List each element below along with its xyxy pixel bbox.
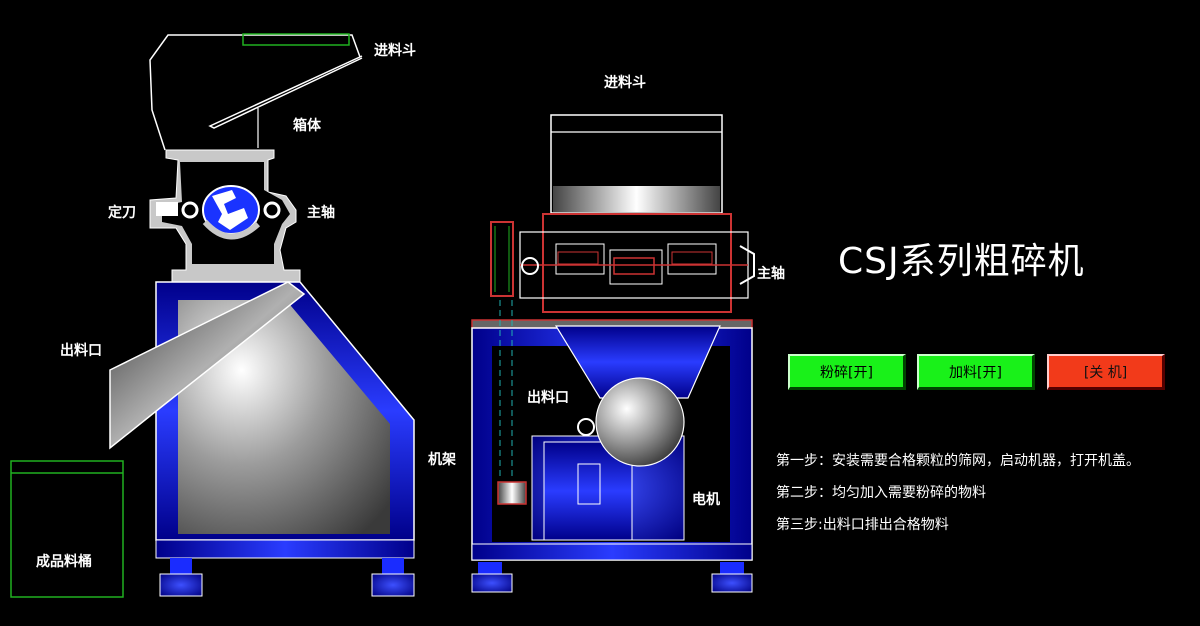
right-hopper-label: 进料斗 (604, 75, 646, 91)
left-hopper-wall (149, 34, 361, 151)
left-machine (10, 33, 415, 598)
step-2-text: 第二步：均匀加入需要粉碎的物料 (776, 485, 986, 501)
finished-product-bin (10, 460, 124, 598)
shutdown-button[interactable]: [关 机] (1047, 354, 1165, 390)
step-1-text: 第一步：安装需要合格颗粒的筛网，启动机器，打开机盖。 (776, 453, 1140, 469)
left-shaft-label: 主轴 (307, 205, 335, 221)
frame-label: 机架 (428, 452, 456, 468)
step-3-text: 第三步:出料口排出合格物料 (776, 517, 949, 533)
box-body-label: 箱体 (293, 118, 321, 134)
feed-on-button[interactable]: 加料[开] (917, 354, 1035, 390)
hopper-window (242, 33, 350, 46)
left-chamber (178, 300, 390, 534)
discharge-sphere (595, 377, 685, 467)
crush-on-button[interactable]: 粉碎[开] (788, 354, 906, 390)
motor-label: 电机 (692, 492, 720, 508)
fixed-blade-label: 定刀 (108, 205, 136, 221)
product-bin-label: 成品料桶 (36, 554, 92, 570)
right-funnel (554, 325, 721, 399)
left-outlet-label: 出料口 (60, 343, 102, 359)
left-hopper-outline (208, 55, 363, 129)
left-hopper-label: 进料斗 (374, 43, 416, 59)
right-shaft-label: 主轴 (757, 266, 785, 282)
page-title: CSJ系列粗碎机 (838, 241, 1085, 282)
right-outlet-label: 出料口 (527, 390, 569, 406)
right-machine (471, 114, 755, 593)
left-outlet-chute (109, 281, 306, 450)
